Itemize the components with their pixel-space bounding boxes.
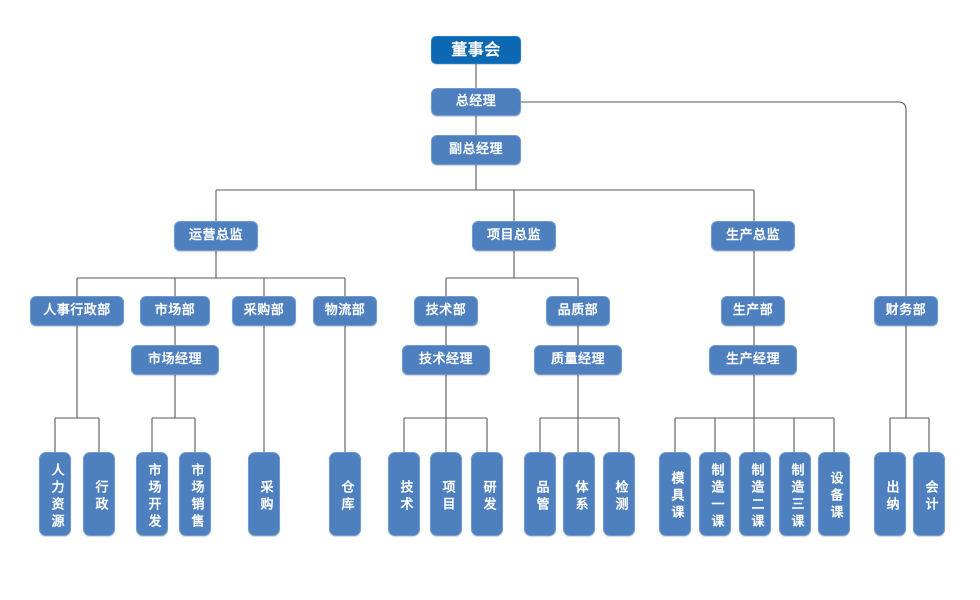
org-node-l_test[interactable]: 检测 (603, 452, 635, 536)
org-node-l_acct[interactable]: 会计 (913, 452, 945, 536)
org-node-dgm[interactable]: 副总经理 (431, 135, 521, 165)
org-node-l_hrres[interactable]: 人力资源 (39, 452, 71, 536)
connector-segment (521, 101, 907, 296)
org-node-dep_mkt[interactable]: 市场部 (140, 296, 210, 326)
org-node-dep_tech[interactable]: 技术部 (414, 296, 478, 326)
org-node-dir_prod[interactable]: 生产总监 (711, 221, 795, 251)
org-node-dep_log[interactable]: 物流部 (313, 296, 377, 326)
org-node-l_mfg1[interactable]: 制造一课 (699, 452, 731, 536)
org-node-l_cash[interactable]: 出纳 (874, 452, 906, 536)
org-node-board[interactable]: 董事会 (431, 36, 521, 64)
org-node-dep_fin[interactable]: 财务部 (874, 296, 938, 326)
org-node-dep_qa[interactable]: 品质部 (546, 296, 610, 326)
org-node-mgr_tech[interactable]: 技术经理 (402, 345, 490, 375)
org-node-l_mold[interactable]: 模具课 (659, 452, 691, 536)
org-node-dir_proj[interactable]: 项目总监 (472, 221, 556, 251)
org-node-l_qc[interactable]: 品管 (524, 452, 556, 536)
org-node-l_rd[interactable]: 研发 (471, 452, 503, 536)
org-node-l_mfg3[interactable]: 制造三课 (779, 452, 811, 536)
org-node-dep_prod[interactable]: 生产部 (721, 296, 785, 326)
org-node-l_equip[interactable]: 设备课 (818, 452, 850, 536)
org-node-l_mktsale[interactable]: 市场销售 (179, 452, 211, 536)
org-node-dir_ops[interactable]: 运营总监 (174, 221, 258, 251)
org-node-mgr_prod[interactable]: 生产经理 (709, 345, 797, 375)
org-node-l_wh[interactable]: 仓库 (329, 452, 361, 536)
org-node-dep_hr[interactable]: 人事行政部 (30, 296, 124, 326)
org-node-l_admin[interactable]: 行政 (83, 452, 115, 536)
org-node-l_mktdev[interactable]: 市场开发 (136, 452, 168, 536)
org-node-l_tech[interactable]: 技术 (388, 452, 420, 536)
org-node-l_proj[interactable]: 项目 (430, 452, 462, 536)
org-node-dep_pur[interactable]: 采购部 (232, 296, 296, 326)
org-node-gm[interactable]: 总经理 (431, 88, 521, 116)
org-node-mgr_mkt[interactable]: 市场经理 (131, 345, 219, 375)
org-node-l_pur[interactable]: 采购 (248, 452, 280, 536)
org-node-l_sys[interactable]: 体系 (563, 452, 595, 536)
org-node-mgr_qa[interactable]: 质量经理 (534, 345, 622, 375)
org-node-l_mfg2[interactable]: 制造二课 (739, 452, 771, 536)
